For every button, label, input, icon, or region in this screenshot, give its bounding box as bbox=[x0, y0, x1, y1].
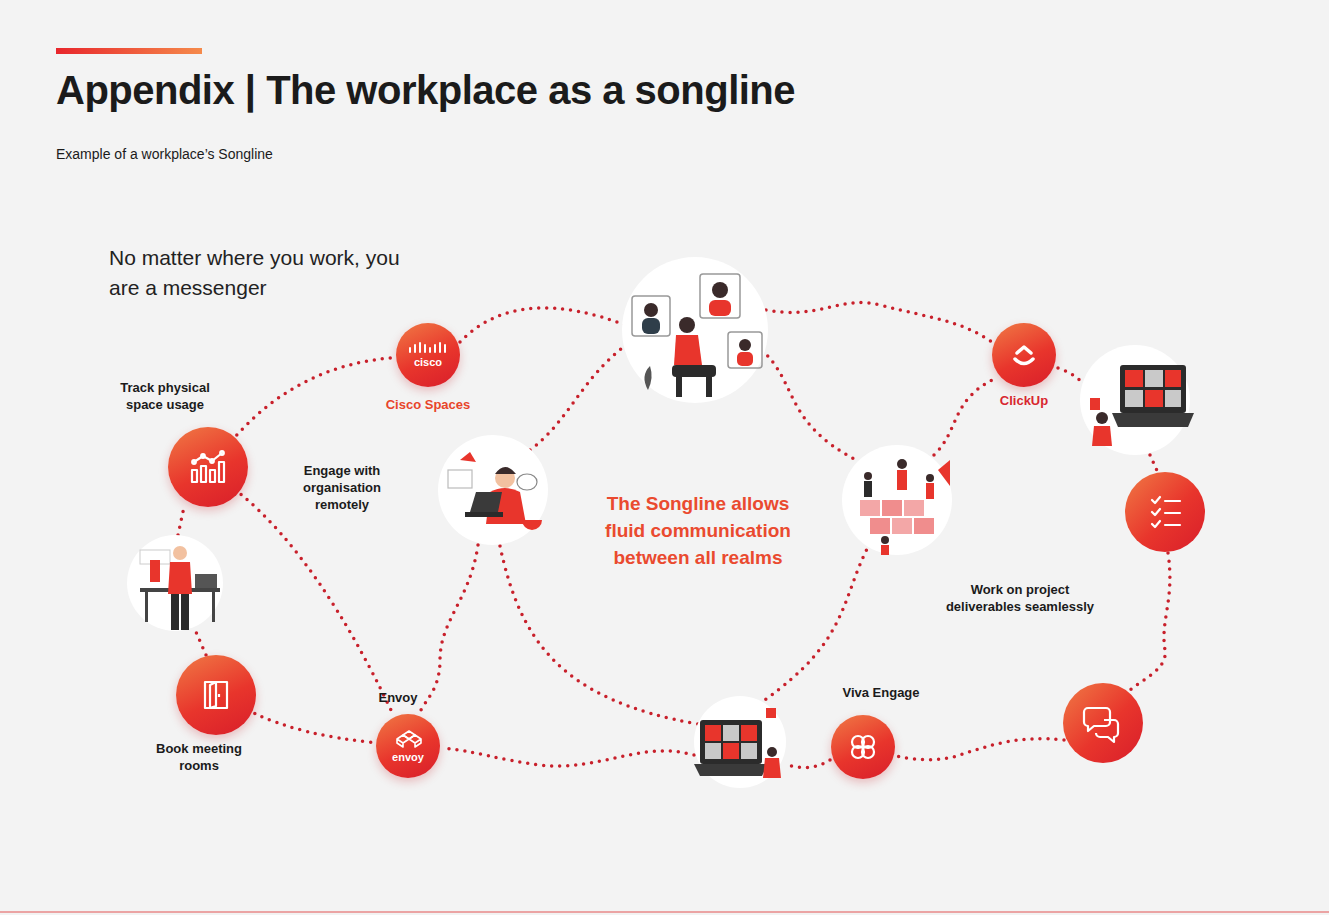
app-icon bbox=[408, 342, 448, 354]
accent-bar bbox=[56, 48, 202, 54]
remote-worker-illustration bbox=[438, 435, 548, 545]
laptop-meeting-illustration bbox=[694, 696, 786, 788]
app-icon bbox=[188, 450, 228, 484]
annotation-label: Engage with organisation remotely bbox=[296, 462, 388, 513]
icon-glyph bbox=[199, 678, 233, 712]
dotted-connector bbox=[255, 713, 373, 742]
app-circle: Track physical space usage bbox=[168, 427, 248, 507]
logo-text: envoy bbox=[392, 751, 424, 763]
annotation-label: Work on project deliverables seamlessly bbox=[940, 581, 1100, 615]
page-caption: Example of a workplace’s Songline bbox=[56, 146, 273, 162]
node-heading: ClickUp bbox=[1000, 392, 1048, 409]
node-heading: Viva Engage bbox=[842, 684, 919, 701]
logo-text: cisco bbox=[414, 356, 442, 368]
node-heading: Envoy bbox=[378, 689, 417, 706]
app-circle: ClickUp bbox=[992, 323, 1056, 387]
icon-glyph bbox=[408, 342, 448, 354]
app-icon bbox=[1009, 340, 1039, 370]
app-icon bbox=[393, 729, 423, 749]
app-circle: Book meeting rooms bbox=[176, 655, 256, 735]
node-heading: Cisco Spaces bbox=[386, 396, 471, 413]
icon-glyph bbox=[188, 450, 228, 484]
office-worker-illustration bbox=[127, 535, 223, 631]
songline-paths bbox=[178, 303, 1170, 768]
node-heading: Track physical space usage bbox=[110, 379, 220, 413]
checklist-icon-circle bbox=[1125, 472, 1205, 552]
annotation-label: No matter where you work, you are a mess… bbox=[109, 243, 409, 303]
icon-glyph bbox=[393, 729, 423, 749]
app-circle: Viva Engage bbox=[831, 715, 895, 779]
annotation-label: The Songline allows fluid communication … bbox=[590, 490, 806, 571]
icon-glyph bbox=[846, 730, 880, 764]
video-meeting-illustration bbox=[622, 257, 768, 403]
puzzle-team-illustration bbox=[842, 445, 952, 555]
icon-glyph bbox=[1009, 340, 1039, 370]
page-title: Appendix | The workplace as a songline bbox=[56, 68, 795, 113]
video-call-laptop-illustration bbox=[1080, 345, 1194, 455]
dotted-connector bbox=[237, 358, 393, 435]
app-circle: ciscoCisco Spaces bbox=[396, 323, 460, 387]
node-heading: Book meeting rooms bbox=[149, 740, 249, 774]
app-icon bbox=[846, 730, 880, 764]
dotted-connector bbox=[241, 494, 393, 714]
app-circle: Envoyenvoy bbox=[376, 714, 440, 778]
chat-icon-circle bbox=[1063, 683, 1143, 763]
app-icon bbox=[199, 678, 233, 712]
bottom-rule bbox=[0, 911, 1329, 913]
